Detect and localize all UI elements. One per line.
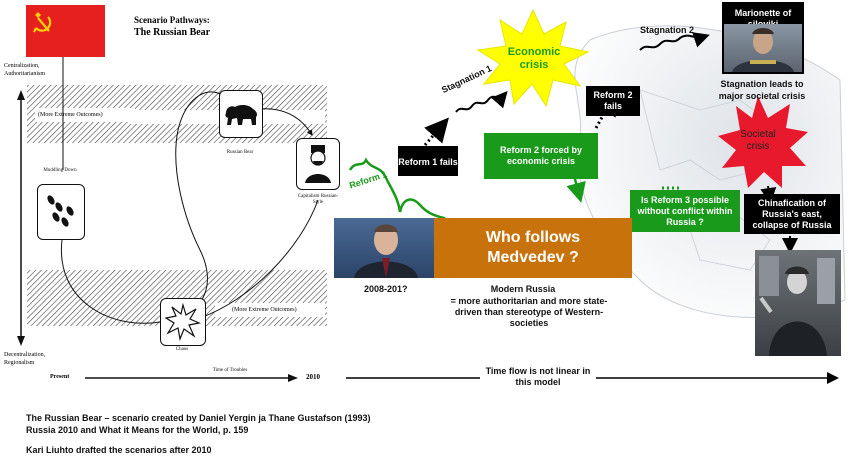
- band-bottom-label: (More Extreme Outcomes): [232, 307, 297, 313]
- chinafication-photo: [755, 250, 841, 356]
- reform3-box: Is Reform 3 possible without conflict wi…: [630, 190, 740, 232]
- scan-title-line1: Scenario Pathways:: [134, 15, 210, 25]
- scan-title-line2: The Russian Bear: [134, 27, 211, 38]
- soviet-flag: [26, 5, 105, 57]
- reform2-forced-box: Reform 2 forced by economic crisis: [484, 133, 598, 179]
- footer-credit-line2: Russia 2010 and What it Means for the Wo…: [26, 425, 249, 435]
- node-bear-label: Russian Bear: [226, 150, 254, 155]
- medvedev-photo: [334, 218, 434, 278]
- band-top-label: (More Extreme Outcomes): [38, 112, 103, 118]
- footprints-icon: [47, 195, 74, 227]
- reform1-fails-box: Reform 1 fails: [398, 146, 458, 176]
- man-portrait-icon: [759, 256, 835, 356]
- bear-icon: [225, 104, 257, 125]
- node-capitalism-box: [296, 138, 340, 190]
- years-label: 2008-201?: [364, 284, 408, 294]
- stagnation2-label: Stagnation 2: [640, 25, 695, 35]
- modern-russia-title: Modern Russia: [490, 284, 556, 294]
- node-chaos-label: Chaos: [175, 347, 189, 352]
- reform2-fails-box: Reform 2 fails: [586, 86, 640, 116]
- node-chaos-box: [160, 298, 206, 346]
- hammer-and-sickle-icon: [33, 12, 52, 33]
- timeline-2010: 2010: [306, 373, 320, 381]
- economic-crisis-label: Economic crisis: [507, 46, 561, 71]
- societal-crisis-label: Societal crisis: [740, 129, 776, 152]
- footer-credit-line1: The Russian Bear – scenario created by D…: [26, 413, 371, 423]
- stagnation-leads-label: Stagnation leads to major societal crisi…: [718, 79, 806, 101]
- modern-russia-text: = more authoritarian and more state-driv…: [450, 296, 608, 328]
- node-muddling-box: [37, 184, 85, 240]
- node-capitalism-label: Capitalism Russian-Style: [297, 194, 339, 205]
- man-portrait-icon: [305, 145, 331, 183]
- time-flow-label: Time flow is not linear in this model: [485, 366, 591, 387]
- man-portrait-icon: [354, 224, 418, 278]
- left-scenario-diagram: Scenario Pathways: The Russian Bear Cent…: [0, 0, 345, 400]
- node-bear-box: [219, 90, 263, 138]
- axis-bottom-label: Decentralization, Regionalism: [4, 352, 46, 366]
- marionette-panel: Marionette of siloviki: [722, 2, 804, 74]
- timeline-present: Present: [50, 374, 70, 380]
- marionette-portrait: [724, 24, 802, 72]
- explosion-icon: [165, 303, 201, 341]
- who-follows-text: Who follows Medvedev ?: [485, 229, 581, 266]
- who-follows-box: Who follows Medvedev ?: [434, 218, 632, 278]
- timeline-troubles: Time of Troubles: [212, 368, 248, 373]
- footer-credit-line3: Kari Liuhto drafted the scenarios after …: [26, 445, 212, 455]
- node-muddling-label: Muddling Down: [43, 168, 77, 173]
- axis-top-label: Centralization, Authoritarianism: [4, 63, 45, 77]
- man-portrait-icon: [732, 28, 794, 72]
- chinafication-box: Chinafication of Russia's east, collapse…: [744, 194, 840, 234]
